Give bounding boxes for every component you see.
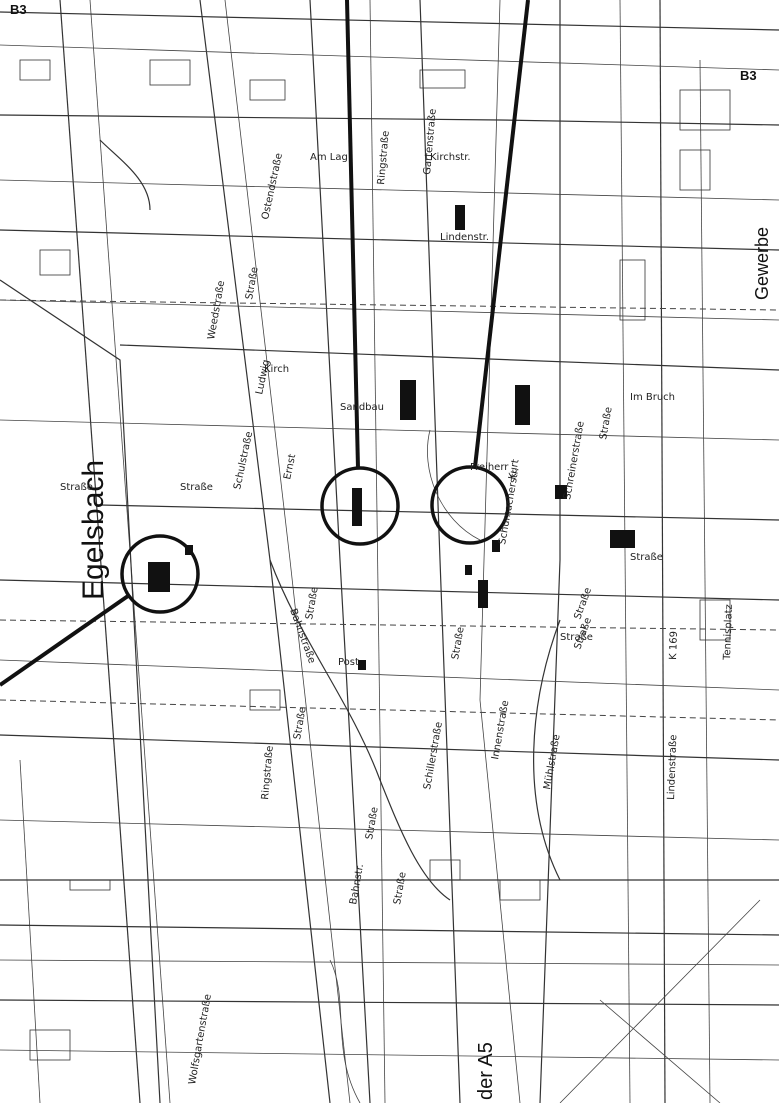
- street-label: Im Bruch: [630, 392, 675, 403]
- building-10: [492, 540, 500, 552]
- road-label-b3-right: B3: [740, 68, 757, 83]
- building-12: [358, 660, 366, 670]
- pointer-line-east: [473, 0, 530, 468]
- bottom-label: der A5: [475, 1042, 497, 1100]
- building-4: [400, 380, 416, 420]
- marker-circle-west: [120, 534, 200, 614]
- street-label: Sandbau: [340, 402, 384, 413]
- building-7: [555, 485, 567, 499]
- location-markers: [0, 0, 530, 687]
- street-label: Lindenstraße: [666, 734, 679, 800]
- road-label-b3-top: B3: [10, 2, 27, 17]
- street-label: Ernst: [282, 453, 298, 481]
- street-label: Kirch: [264, 364, 289, 375]
- street-label: K 169: [668, 631, 680, 660]
- street-label: Am Lag: [310, 152, 348, 163]
- street-label: Kurt: [507, 458, 521, 480]
- marker-circle-center: [320, 466, 400, 546]
- street-label: Straße: [60, 482, 93, 493]
- street-label: Straße: [560, 632, 593, 643]
- district-label: Gewerbe: [752, 227, 772, 300]
- street-label: Lindenstr.: [440, 232, 489, 243]
- street-label: Freiherr: [470, 462, 509, 473]
- building-9: [478, 580, 488, 608]
- pointer-line-west: [0, 594, 130, 687]
- highlighted-buildings: [148, 205, 635, 670]
- building-blocks: [19, 59, 731, 1061]
- street-label: Post: [338, 657, 359, 668]
- street-label: Tennisplatz: [722, 604, 735, 661]
- pointer-line-center: [345, 0, 360, 469]
- street-label: Straße: [630, 552, 663, 563]
- building-3: [352, 488, 362, 526]
- building-6: [515, 385, 530, 425]
- building-8: [610, 530, 635, 548]
- street-label: Straße: [180, 482, 213, 493]
- town-label: Egelsbach: [77, 460, 110, 600]
- marker-circle-east: [430, 465, 510, 545]
- street-label: Ringstraße: [260, 745, 276, 800]
- street-label: Kirchstr.: [430, 152, 471, 163]
- building-5: [455, 205, 465, 230]
- street-label: Ringstraße: [376, 130, 392, 185]
- building-11: [465, 565, 472, 575]
- building-1: [148, 562, 170, 592]
